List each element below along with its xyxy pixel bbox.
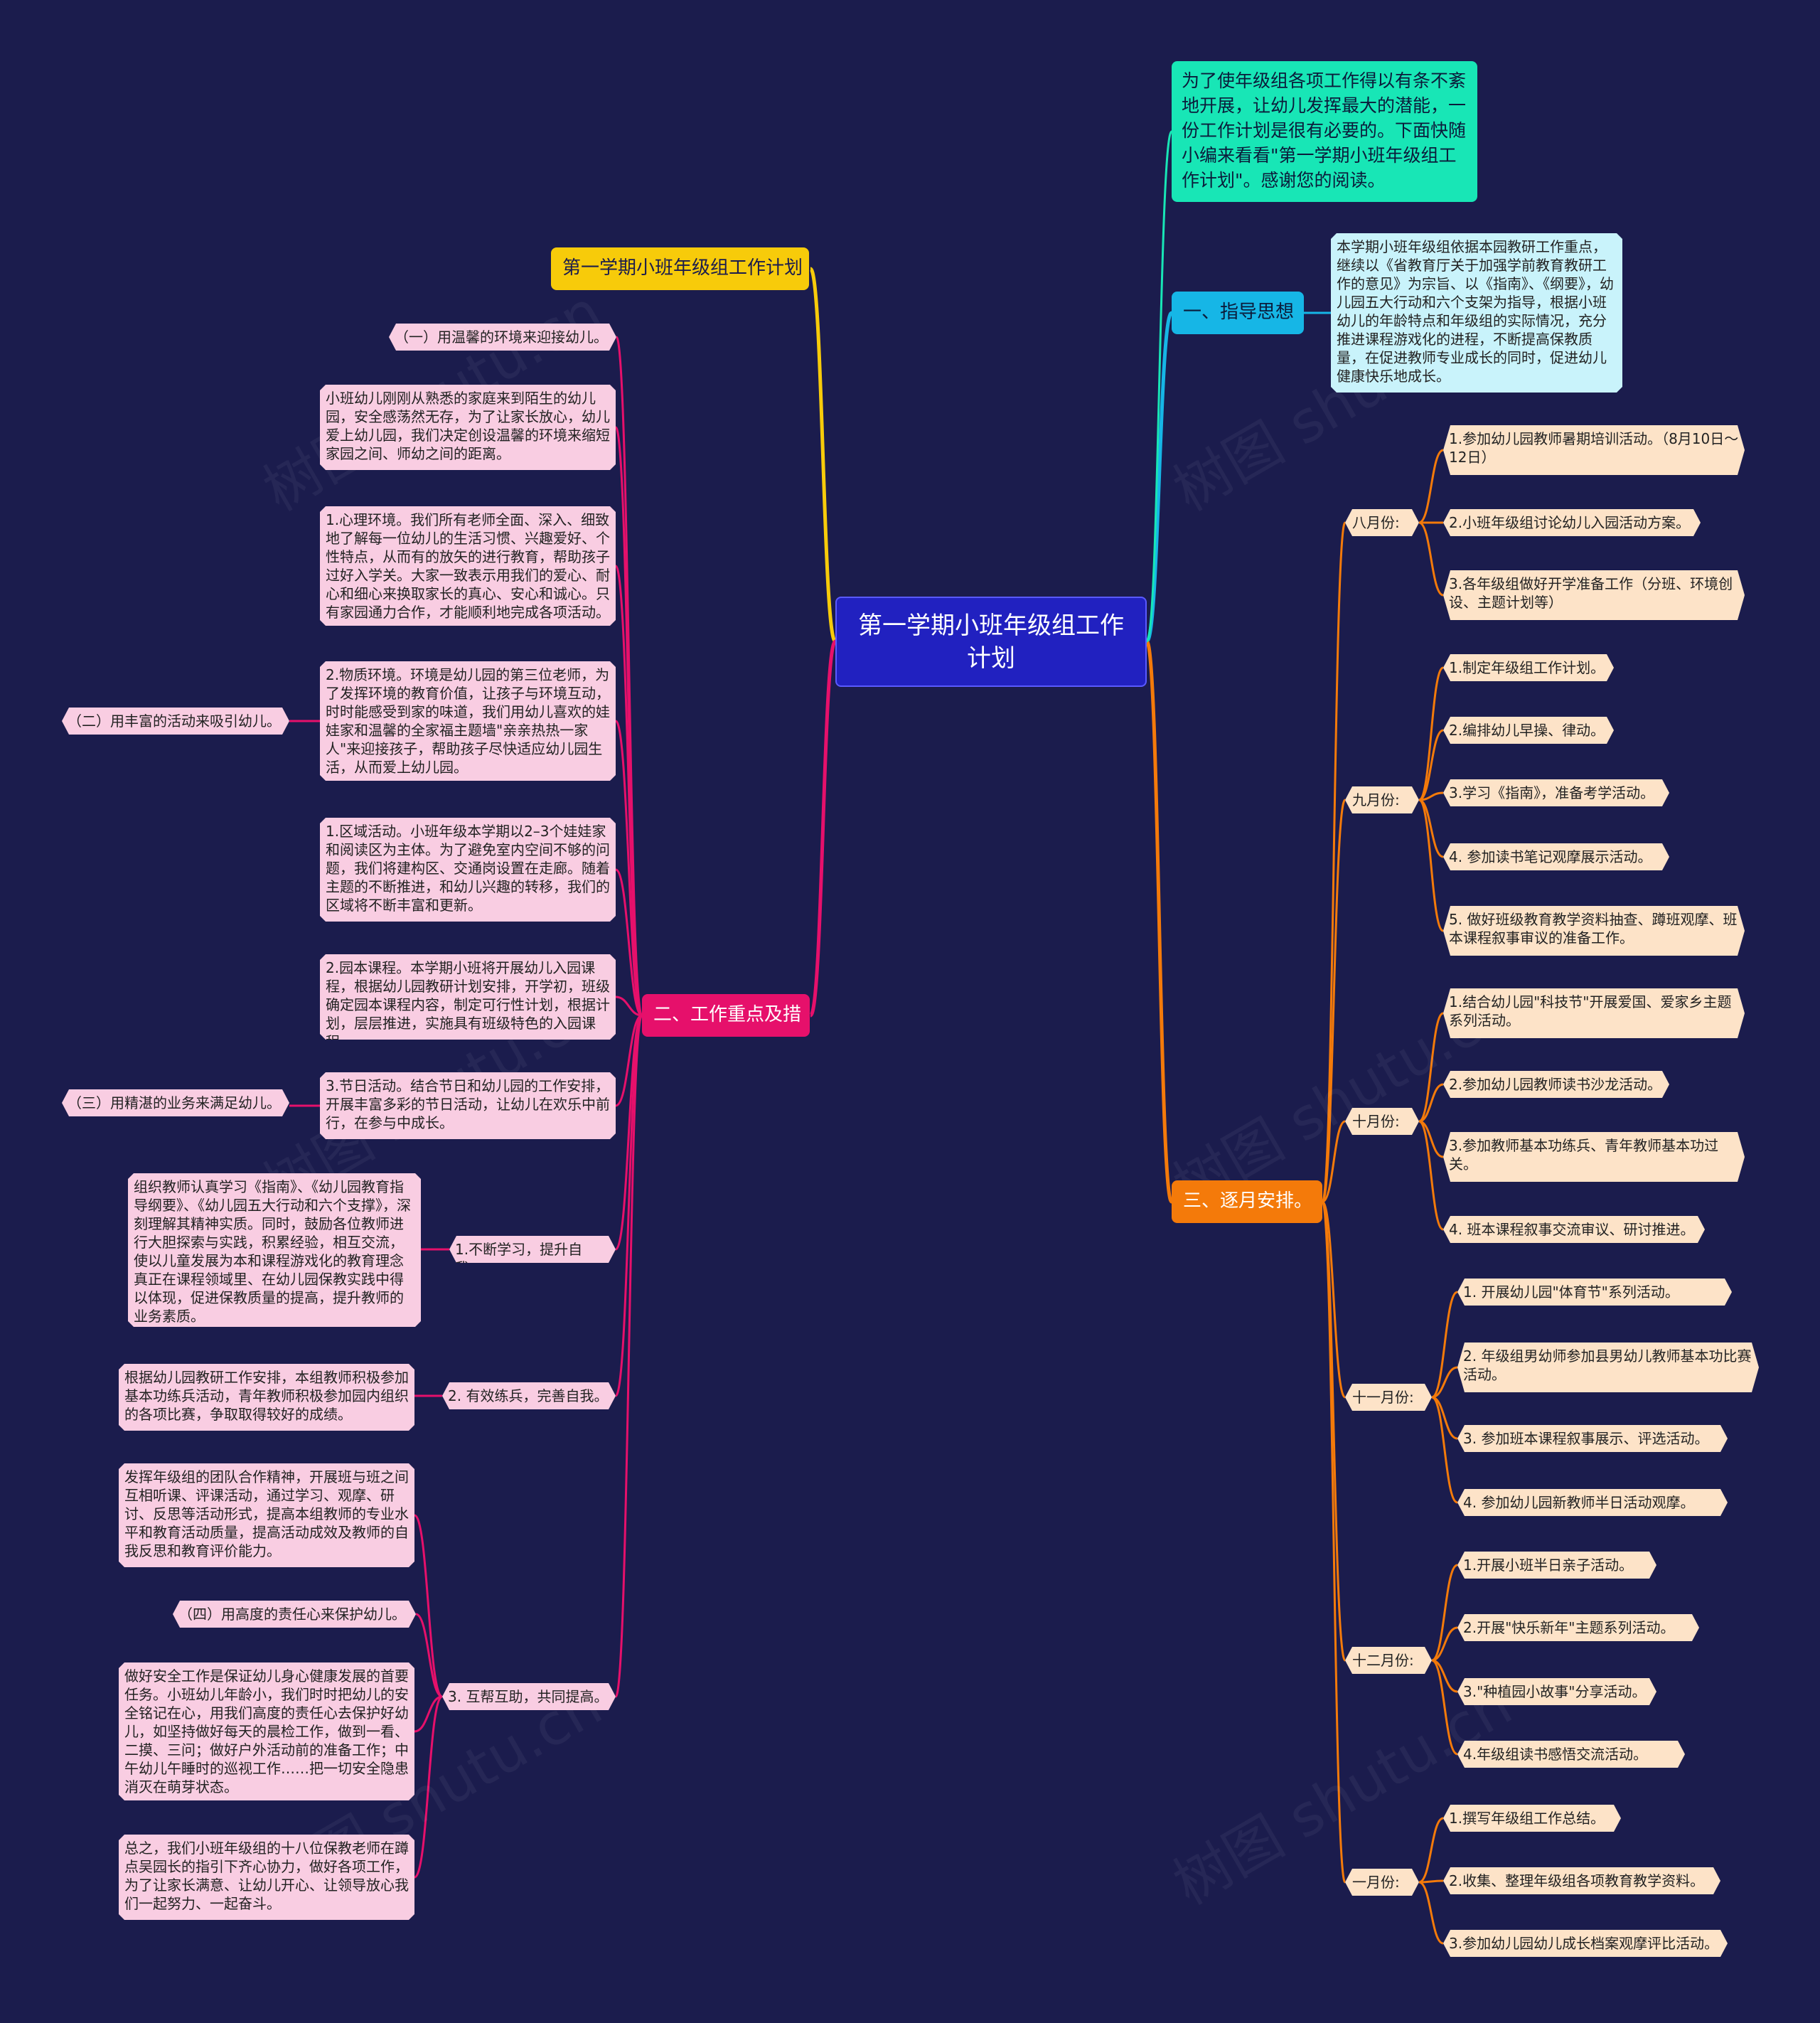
connector (1418, 1817, 1444, 1884)
month-january[interactable]: 一月份: (1345, 1869, 1419, 1896)
effective-training[interactable]: 2. 有效练兵，完善自我。 (442, 1382, 616, 1409)
sub-responsibility[interactable]: （四）用高度的责任心来保护幼儿。 (173, 1601, 416, 1628)
month-item[interactable]: 4. 参加读书笔记观摩展示活动。 (1443, 843, 1669, 870)
month-item[interactable]: 1.制定年级组工作计划。 (1443, 654, 1614, 681)
month-august[interactable]: 八月份: (1345, 509, 1419, 536)
mutual-help-text[interactable]: 发挥年级组的团队合作精神，开展班与班之间互相听课、评课活动，通过学习、观摩、研讨… (119, 1463, 414, 1567)
month-item[interactable]: 2.收集、整理年级组各项教育教学资料。 (1443, 1867, 1720, 1894)
central-topic[interactable]: 第一学期小班年级组工作计划 (835, 597, 1147, 687)
month-item[interactable]: 3.学习《指南》，准备考学活动。 (1443, 779, 1669, 806)
connector (1431, 1396, 1458, 1440)
month-item[interactable]: 3.参加幼儿园幼儿成长档案观摩评比活动。 (1443, 1930, 1728, 1957)
connector (1418, 799, 1444, 932)
month-item[interactable]: 2.编排幼儿早操、律动。 (1443, 717, 1614, 744)
warm-environment-text[interactable]: 小班幼儿刚刚从熟悉的家庭来到陌生的幼儿园，安全感荡然无存，为了让家长放心，幼儿爱… (320, 385, 616, 470)
connector (414, 1695, 443, 1733)
connector (1418, 1120, 1444, 1158)
summary-text[interactable]: 总之，我们小班年级组的十八位保教老师在蹲点吴园长的指引下齐心协力，做好各项工作，… (119, 1835, 414, 1920)
month-item[interactable]: 3."种植园小故事"分享活动。 (1457, 1678, 1656, 1705)
connector (1418, 666, 1444, 801)
connector (1418, 449, 1444, 524)
month-september[interactable]: 九月份: (1345, 786, 1419, 813)
connector (1322, 1120, 1346, 1203)
month-item[interactable]: 4.年级组读书感悟交流活动。 (1457, 1741, 1685, 1768)
branch-work-focus[interactable]: 二、工作重点及措 (642, 994, 810, 1037)
festival-activity[interactable]: 3.节日活动。结合节日和幼儿园的工作安排，开展丰富多彩的节日活动，让幼儿在欢乐中… (320, 1072, 616, 1139)
month-item[interactable]: 1.参加幼儿园教师暑期培训活动。（8月10日～12日） (1443, 425, 1745, 475)
learn-improve[interactable]: 1.不断学习，提升自我。 (449, 1236, 616, 1263)
connector (1418, 799, 1444, 858)
psychological-environment[interactable]: 1.心理环境。我们所有老师全面、深入、细致地了解每一位幼儿的生活习惯、兴趣爱好、… (320, 506, 616, 626)
month-item[interactable]: 3.参加教师基本功练兵、青年教师基本功过关。 (1443, 1132, 1745, 1182)
intro-note[interactable]: 为了使年级组各项工作得以有条不紊地开展，让幼儿发挥最大的潜能，一份工作计划是很有… (1172, 61, 1477, 202)
month-item[interactable]: 1.撰写年级组工作总结。 (1443, 1805, 1621, 1832)
month-item[interactable]: 1.开展小班半日亲子活动。 (1457, 1552, 1656, 1579)
title-branch[interactable]: 第一学期小班年级组工作计划 (551, 247, 809, 290)
connector (1431, 1291, 1458, 1399)
safety-text[interactable]: 做好安全工作是保证幼儿身心健康发展的首要任务。小班幼儿年龄小，我们时时把幼儿的安… (119, 1662, 414, 1800)
connector (1418, 1083, 1444, 1123)
effective-training-text[interactable]: 根据幼儿园教研工作安排，本组教师积极参加基本功练兵活动，青年教师积极参加园内组织… (119, 1364, 414, 1431)
guiding-idea-text[interactable]: 本学期小班年级组依据本园教研工作重点，继续以《省教育厅关于加强学前教育教研工作的… (1331, 233, 1622, 393)
month-item[interactable]: 2.小班年级组讨论幼儿入园活动方案。 (1443, 509, 1701, 536)
connector (1431, 1659, 1458, 1756)
connector (1321, 521, 1347, 1203)
month-item[interactable]: 1.结合幼儿园"科技节"开展爱国、爱家乡主题系列活动。 (1443, 988, 1745, 1038)
connector (414, 1695, 443, 1879)
month-item[interactable]: 2.开展"快乐新年"主题系列活动。 (1457, 1614, 1699, 1641)
month-item[interactable]: 2.参加幼儿园教师读书沙龙活动。 (1443, 1071, 1669, 1098)
connector (1431, 1626, 1458, 1662)
sub-warm-environment[interactable]: （一）用温馨的环境来迎接幼儿。 (389, 324, 616, 351)
sub-rich-activities[interactable]: （二）用丰富的活动来吸引幼儿。 (62, 708, 289, 735)
month-item[interactable]: 4. 班本课程叙事交流审议、研讨推进。 (1443, 1216, 1705, 1243)
connector (615, 996, 643, 1017)
connector (614, 1014, 643, 1698)
connector (1431, 1366, 1458, 1399)
connector (414, 1514, 443, 1698)
connector (1418, 1120, 1444, 1231)
connector (1418, 1881, 1444, 1945)
connector (614, 426, 643, 1017)
connector (1321, 1200, 1347, 1399)
connector (1431, 1564, 1458, 1662)
connector (1145, 639, 1174, 1204)
physical-environment[interactable]: 2.物质环境。环境是幼儿园的第三位老师，为了发挥环境的教育价值，让孩子与环境互动… (320, 661, 616, 781)
connector (614, 1014, 643, 1397)
branch-monthly-plan[interactable]: 三、逐月安排。 (1172, 1180, 1322, 1223)
month-item[interactable]: 4. 参加幼儿园新教师半日活动观摩。 (1457, 1489, 1728, 1516)
sub-professional-skill[interactable]: （三）用精湛的业务来满足幼儿。 (62, 1089, 289, 1116)
connector (415, 1613, 443, 1698)
branch-guiding-idea[interactable]: 一、指导思想 (1172, 292, 1304, 334)
connector (614, 565, 643, 1017)
connector (615, 1014, 643, 1107)
connector (808, 639, 837, 1018)
connector (1145, 130, 1173, 643)
connector (1418, 1012, 1444, 1123)
connector (1418, 521, 1444, 597)
connector (808, 267, 837, 644)
connector (1418, 729, 1444, 801)
month-item[interactable]: 5. 做好班级教育教学资料抽查、蹲班观摩、班本课程叙事审议的准备工作。 (1443, 906, 1745, 956)
month-item[interactable]: 2. 年级组男幼师参加县男幼儿教师基本功比赛活动。 (1457, 1343, 1759, 1392)
learn-improve-text[interactable]: 组织教师认真学习《指南》、《幼儿园教育指导纲要》、《幼儿园五大行动和六个支撑》，… (128, 1173, 421, 1327)
month-item[interactable]: 1. 开展幼儿园"体育节"系列活动。 (1457, 1279, 1732, 1306)
connector (615, 868, 643, 1017)
month-october[interactable]: 十月份: (1345, 1108, 1419, 1135)
school-course[interactable]: 2.园本课程。本学期小班将开展幼儿入园课程，根据幼儿园教研计划安排，开学初，班级… (320, 954, 616, 1040)
connector (1321, 1200, 1347, 1884)
area-activity[interactable]: 1.区域活动。小班年级本学期以2–3个娃娃家和阅读区为主体。为了避免室内空间不够… (320, 818, 616, 922)
month-december[interactable]: 十二月份: (1345, 1647, 1432, 1674)
month-item[interactable]: 3. 参加班本课程叙事展示、评选活动。 (1457, 1425, 1728, 1452)
connector (1321, 799, 1347, 1203)
mutual-help[interactable]: 3. 互帮互助，共同提高。 (442, 1683, 616, 1710)
connector (614, 720, 643, 1017)
month-november[interactable]: 十一月份: (1345, 1384, 1432, 1411)
connector (615, 336, 643, 1017)
month-item[interactable]: 3.各年级组做好开学准备工作（分班、环境创设、主题计划等） (1443, 570, 1745, 620)
connector (1431, 1396, 1458, 1504)
